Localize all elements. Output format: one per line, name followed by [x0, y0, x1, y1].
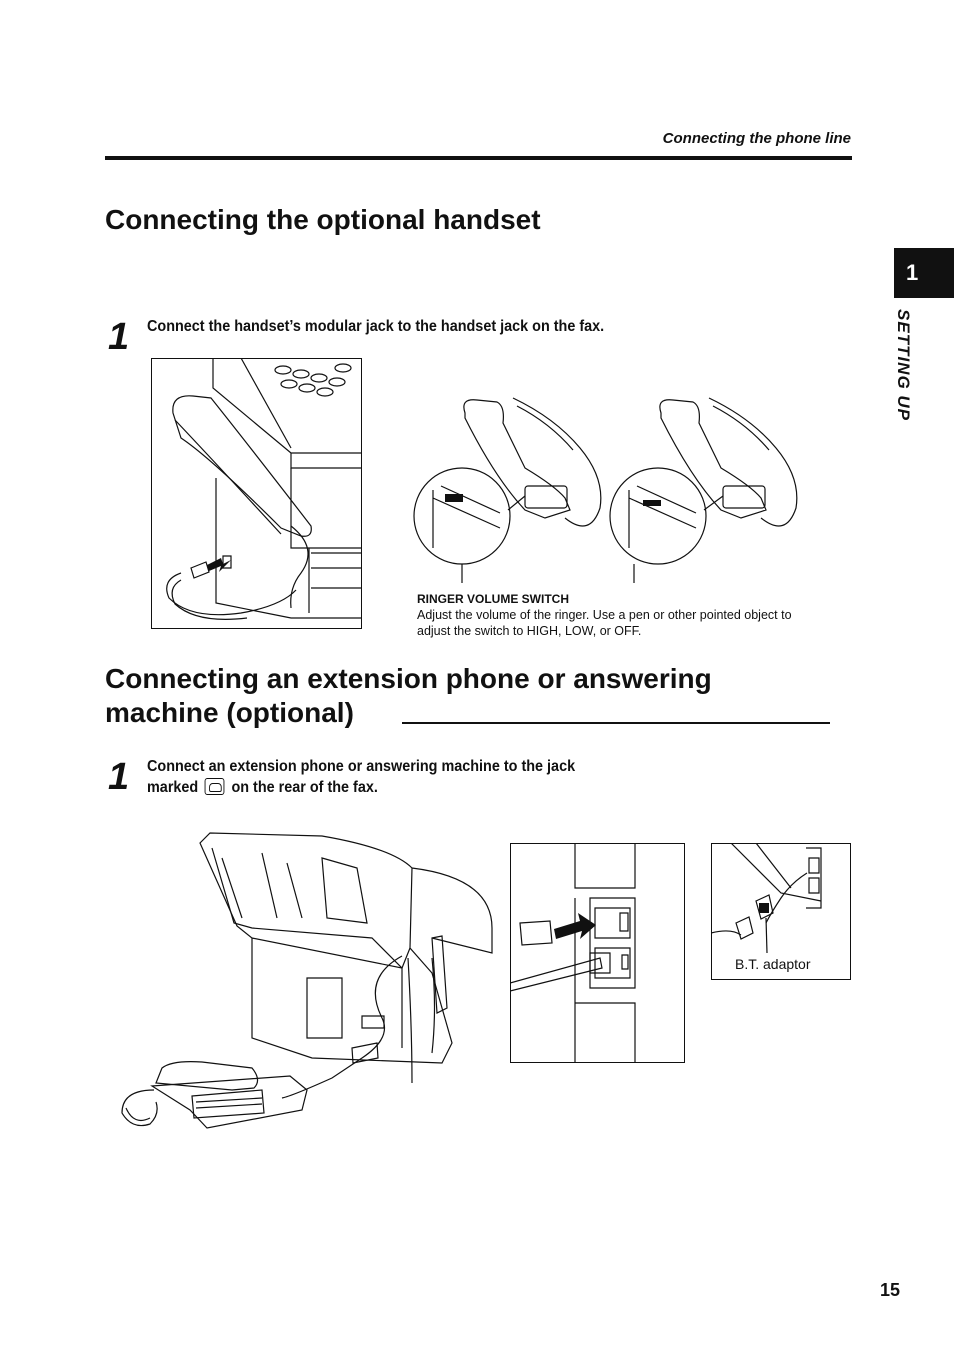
chapter-tab: 1 [894, 248, 954, 298]
page-number: 15 [880, 1280, 901, 1300]
handset-connection-illustration [151, 358, 362, 629]
step-text-line1: Connect an extension phone or answering … [147, 758, 576, 775]
bt-adaptor-illustration [711, 843, 851, 980]
title-trailing-rule [402, 722, 830, 724]
step-text-before-icon: marked [147, 779, 199, 796]
chapter-title-vertical: SETTING UP [894, 309, 913, 422]
jack-zoom-illustration [510, 843, 685, 1063]
section-title-handset: Connecting the optional handset [105, 204, 541, 235]
bt-adaptor-label: B.T. adaptor [735, 956, 811, 972]
step-text-line2: marked on the rear of the fax. [147, 777, 651, 798]
step-text-after-icon: on the rear of the fax. [231, 779, 378, 796]
section-title-extension-text: machine (optional) [105, 697, 354, 728]
ringer-switch-callout-title: RINGER VOLUME SWITCH [417, 592, 569, 606]
extension-phone-illustration [112, 828, 504, 1130]
step-number: 1 [108, 316, 130, 358]
running-head: Connecting the phone line [662, 130, 851, 147]
ringer-switch-callout-text: Adjust the volume of the ringer. Use a p… [417, 608, 792, 638]
step-number: 1 [108, 756, 130, 798]
section-title-extension-line1: Connecting an extension phone or answeri… [105, 663, 712, 694]
ringer-switch-illustration [405, 388, 825, 588]
header-rule [105, 156, 852, 160]
step-text-extension: Connect an extension phone or answering … [147, 756, 651, 798]
step-text: Connect the handset’s modular jack to th… [147, 318, 605, 335]
section-title-extension-line2: machine (optional) [105, 696, 354, 730]
phone-jack-icon [204, 778, 225, 795]
